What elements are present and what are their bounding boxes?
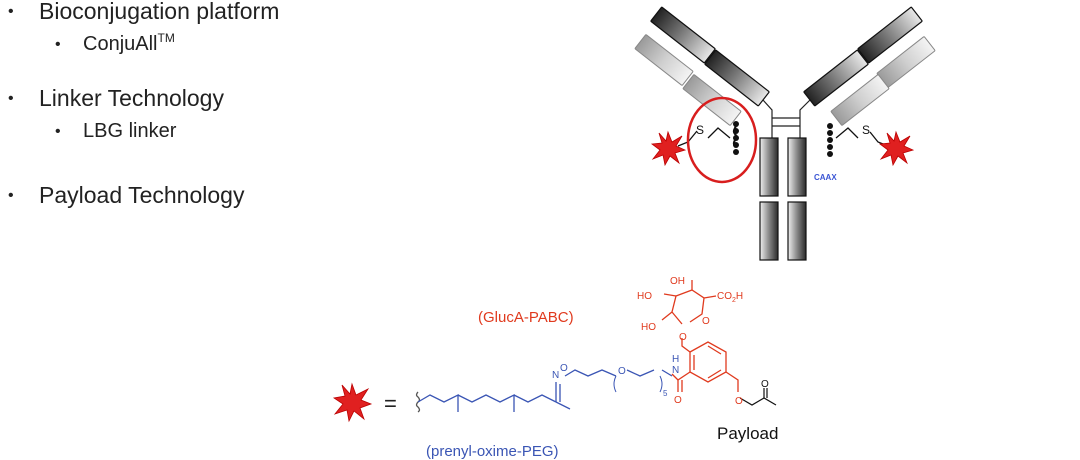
bullet-payload-technology: Payload Technology: [39, 182, 245, 208]
caax-label: CAAX: [814, 173, 837, 182]
right-conjugate: S: [827, 123, 889, 157]
bullet-lbg-linker: LBG linker: [83, 120, 177, 142]
payload-star-left-icon: [650, 130, 687, 167]
peg-o-label: O: [618, 366, 626, 377]
thioether-s-label: S: [862, 123, 870, 137]
antibody-right-heavy-chain: [803, 6, 923, 107]
bullet-marker: •: [55, 123, 61, 140]
prenyl-oxime-peg-chain: [415, 369, 673, 413]
payload-label: Payload: [717, 424, 778, 443]
oxime-o-label: O: [560, 363, 568, 374]
payload-star-key-icon: [332, 382, 373, 423]
glycosidic-o-label: O: [679, 332, 687, 343]
co2h-label: CO2H: [717, 291, 743, 304]
sugar-ho-lower-label: HO: [641, 322, 656, 333]
sugar-oh-top-label: OH: [670, 276, 685, 287]
oxime-n-label: N: [552, 370, 559, 381]
sugar-ho-left-label: HO: [637, 291, 652, 302]
peg-repeat-count: 5: [663, 389, 668, 398]
carbonyl-o-label: O: [761, 379, 769, 390]
highlight-circle: [686, 96, 758, 184]
bullet-marker: •: [8, 90, 14, 107]
bullet-marker: •: [55, 36, 61, 53]
prenyl-oxime-peg-label: (prenyl-oxime-PEG): [426, 443, 559, 460]
bullet-marker: •: [8, 3, 14, 20]
sugar-ring-o-label: O: [702, 316, 710, 327]
equals-sign: =: [384, 391, 397, 416]
bullet-list: • Bioconjugation platform • ConjuAllTM •…: [0, 0, 420, 230]
antibody-right-light-chain: [830, 36, 936, 126]
bullet-marker: •: [8, 187, 14, 204]
payload-ester: [739, 388, 777, 406]
ester-o-label: O: [735, 396, 743, 407]
left-conjugate: S: [677, 96, 758, 184]
antibody-fc-region: [759, 137, 807, 261]
amide-o-label: O: [674, 395, 682, 406]
antibody-hinge: [762, 99, 811, 140]
payload-star-right-icon: [878, 130, 915, 167]
amide-h-label: H: [672, 354, 679, 365]
thioether-s-label: S: [696, 123, 704, 137]
amide-n-label: N: [672, 365, 679, 376]
bullet-conjuall: ConjuAllTM: [83, 31, 175, 55]
bullet-bioconjugation: Bioconjugation platform: [39, 0, 280, 24]
gluca-pabc-moiety: [661, 280, 739, 392]
gluca-pabc-label: (GlucA-PABC): [478, 309, 574, 326]
antibody-left-heavy-chain: [650, 6, 770, 107]
bullet-linker-technology: Linker Technology: [39, 85, 224, 111]
